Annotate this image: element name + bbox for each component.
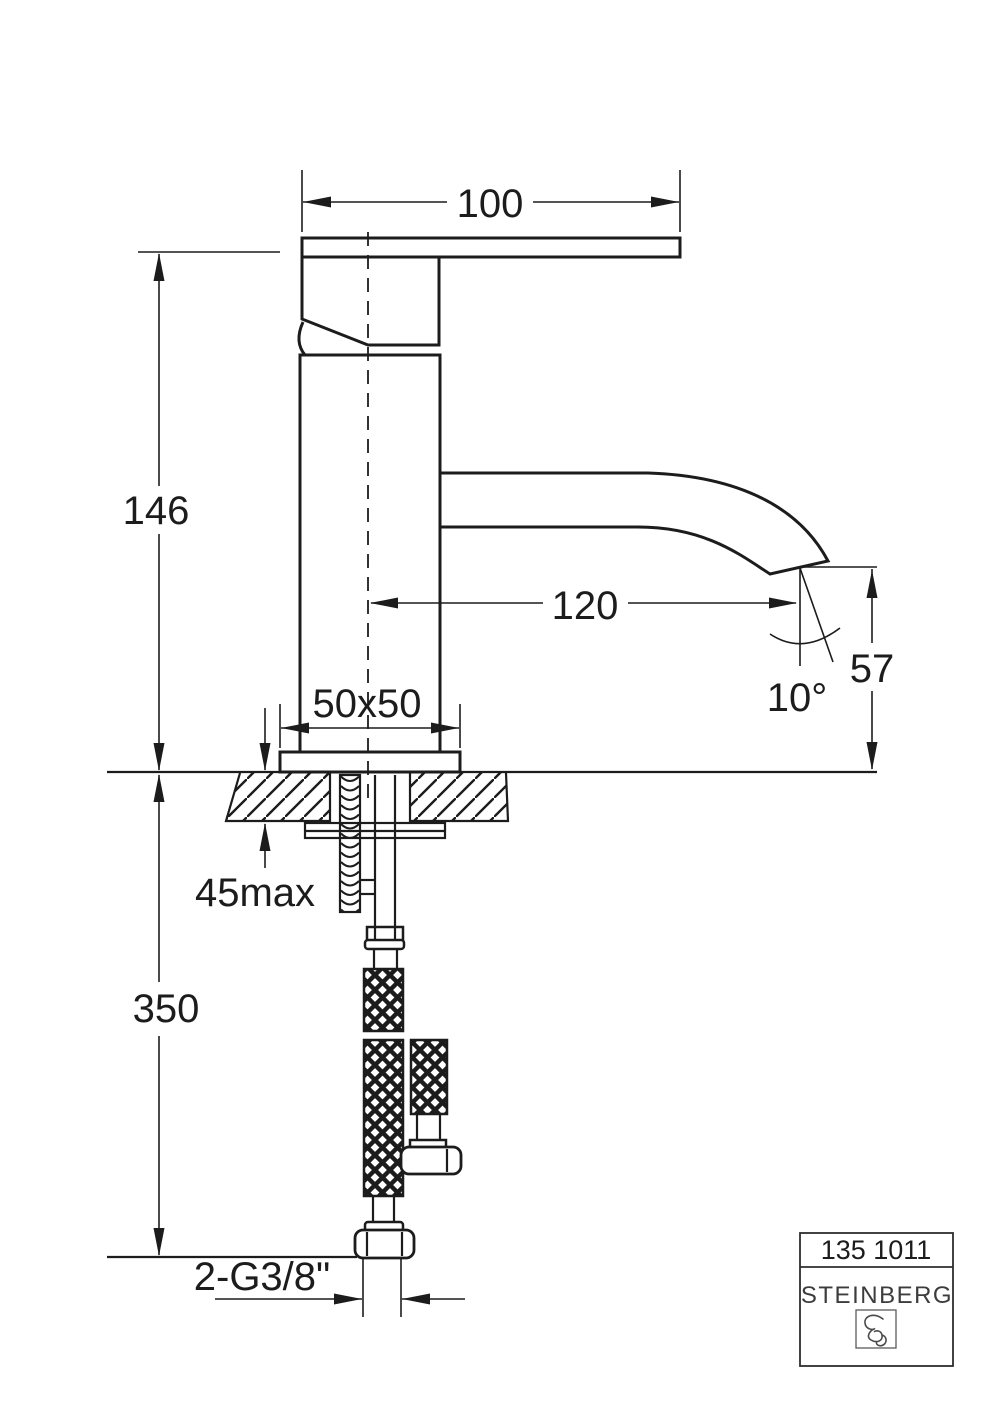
faucet-lever-neck (300, 255, 441, 347)
hose-braided-section (362, 1038, 405, 1198)
arrowhead (259, 823, 271, 851)
dim-spout-reach: 120 (370, 584, 797, 628)
dim-base-size: 50x50 (279, 682, 461, 748)
arrowhead (281, 722, 309, 734)
dim-total-height: 146 (123, 251, 280, 771)
faucet-lever (300, 236, 682, 259)
dim-spout-reach-label: 120 (552, 584, 619, 628)
arrowhead (259, 743, 271, 771)
arrowhead (402, 1293, 430, 1305)
arrowhead (153, 774, 165, 802)
arrowhead (431, 722, 459, 734)
dim-connection-label: 2-G3/8" (194, 1255, 330, 1299)
arrowhead (866, 570, 878, 598)
arrowhead (866, 742, 878, 770)
threaded-mounting-rod (338, 773, 362, 914)
steinberg-logo-icon (855, 1309, 897, 1349)
countertop-hatch-right (410, 773, 508, 821)
arrowhead (153, 743, 165, 771)
title-block: 135 1011 STEINBERG (799, 1232, 954, 1367)
faucet-spout (438, 471, 831, 576)
dim-lever-width: 100 (301, 170, 681, 232)
countertop-cut-left-edge (224, 772, 332, 823)
angle-arc (769, 627, 841, 645)
countertop-hatch-left (226, 773, 330, 821)
hose-braided-section (362, 967, 405, 1033)
hose-braided-section (409, 1038, 449, 1116)
dim-total-height-label: 146 (123, 489, 190, 533)
arrowhead (303, 196, 331, 208)
dim-lever-width-label: 100 (457, 182, 524, 226)
hose-elbow-fitting (399, 1145, 463, 1176)
dim-base-size-label: 50x50 (313, 682, 422, 726)
dim-spout-height-label: 57 (850, 647, 895, 691)
countertop-cut-right-edge (408, 772, 510, 823)
arrowhead (769, 597, 797, 609)
arrowhead (651, 196, 679, 208)
dim-deck-thickness-label: 45max (195, 871, 315, 915)
hose-end-nut (353, 1228, 416, 1260)
arrowhead (370, 597, 398, 609)
arrowhead (153, 1228, 165, 1256)
arrowhead (334, 1293, 362, 1305)
lever-nose-arc (297, 321, 307, 356)
logo-swirl (864, 1314, 887, 1347)
hose-collar (363, 938, 406, 951)
logo-frame (855, 1309, 897, 1349)
supply-hose-right (399, 1038, 463, 1176)
dim-spout-angle-label: 10° (767, 676, 828, 720)
dim-hose-length-label: 350 (133, 987, 200, 1031)
dim-spout-height: 57 (803, 566, 895, 770)
faucet-body (298, 353, 442, 754)
supply-assembly (338, 773, 463, 1260)
dim-connection: 2-G3/8" (194, 1255, 465, 1317)
faucet-outline (278, 236, 831, 774)
countertop-section (107, 770, 877, 840)
brand-name: STEINBERG (801, 1282, 953, 1309)
dim-hose-length: 350 (133, 774, 200, 1256)
dim-spout-angle: 10° (767, 567, 841, 720)
faucet-base-plate (278, 750, 462, 774)
arrowhead (153, 253, 165, 281)
angle-reference-slant (799, 567, 834, 663)
model-number: 135 1011 (821, 1235, 932, 1265)
supply-hose-center (353, 775, 416, 1260)
dim-deck-thickness: 45max (195, 708, 315, 915)
